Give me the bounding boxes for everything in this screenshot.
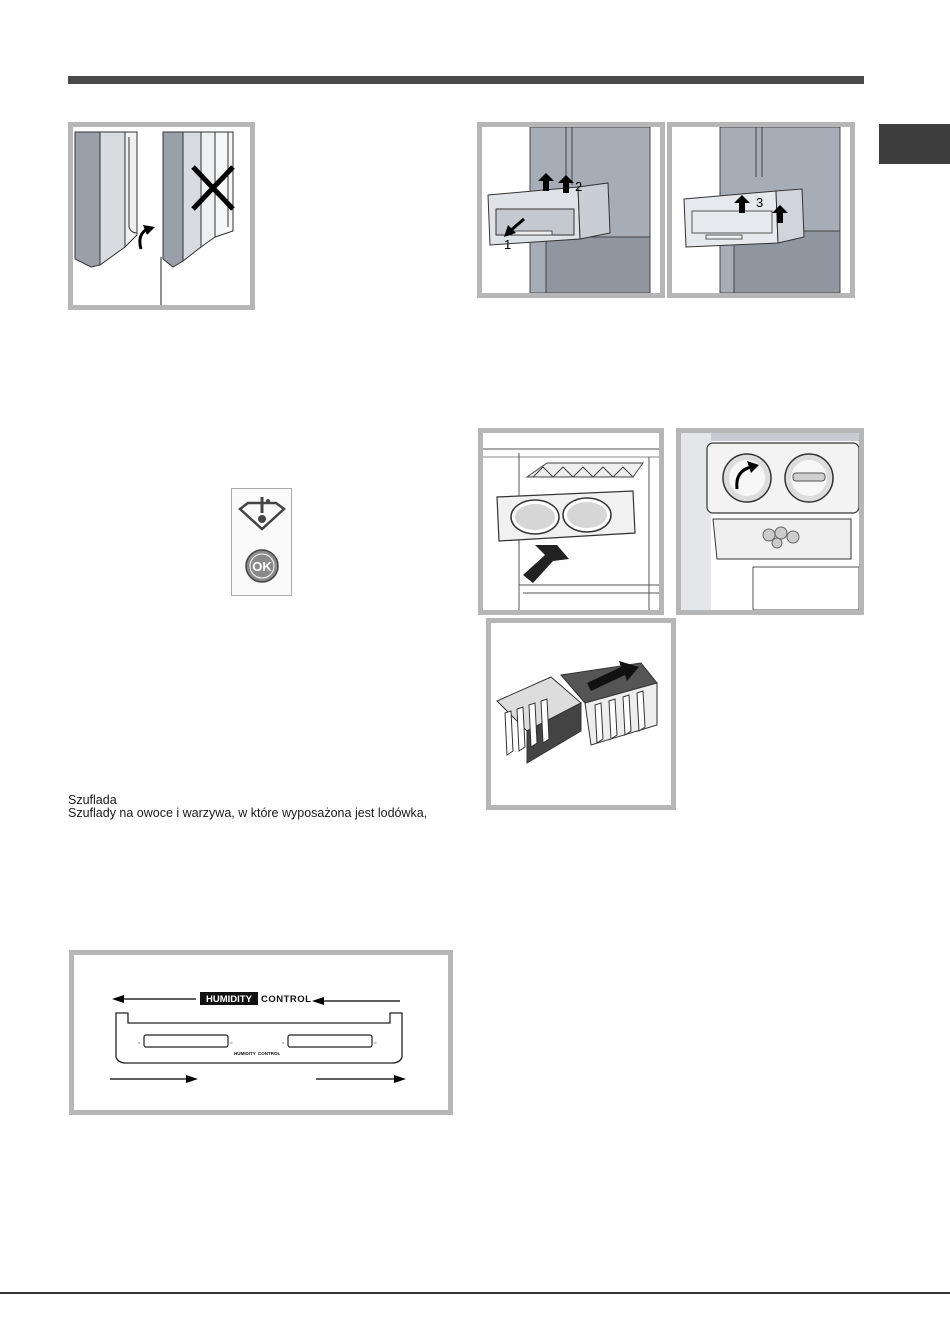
footer-rule	[0, 1292, 950, 1294]
humidity-control-figure: HUMIDITY CONTROL ◦ ◦ ◦ ◦ HUMIDITY CONTRO…	[69, 950, 453, 1115]
small-humidity-label-rest: CONTROL	[258, 1051, 280, 1056]
ice-maker-knob-illustration	[681, 433, 859, 610]
crisper-removal-figure-b: 3	[667, 122, 855, 298]
door-seal-illustration	[73, 127, 250, 305]
step-label-3: 3	[756, 195, 763, 210]
step-label-1: 1	[504, 237, 511, 252]
svg-text:◦: ◦	[138, 1040, 140, 1047]
step-label-2: 2	[575, 179, 582, 194]
header-rule	[68, 76, 864, 84]
ok-button-icon: OK	[246, 550, 278, 582]
control-panel-figure: OK	[231, 488, 292, 596]
ok-label: OK	[252, 559, 272, 574]
control-panel-illustration: OK	[232, 489, 291, 595]
svg-text:◦: ◦	[230, 1040, 232, 1047]
ice-tray-figure	[478, 428, 664, 615]
humidity-label-rest: CONTROL	[261, 994, 311, 1005]
ice-tray-illustration	[483, 433, 659, 610]
humidity-control-illustration: HUMIDITY CONTROL ◦ ◦ ◦ ◦ HUMIDITY CONTRO…	[74, 955, 448, 1110]
crisper-removal-figure: 2 1	[477, 122, 665, 298]
temperature-alarm-icon	[240, 497, 284, 529]
section-tab	[879, 124, 950, 164]
svg-text:◦: ◦	[374, 1040, 376, 1047]
door-seal-figure	[68, 122, 255, 310]
ice-tray-lift-figure	[486, 618, 676, 810]
crisper-removal-illustration: 2 1	[482, 127, 660, 293]
svg-text:◦: ◦	[282, 1040, 284, 1047]
humidity-label-highlight: HUMIDITY	[206, 994, 253, 1005]
ice-tray-lift-illustration	[491, 623, 671, 805]
drawer-section-body: Szuflady na owoce i warzywa, w które wyp…	[68, 805, 427, 822]
small-humidity-label-highlight: HUMIDITY	[234, 1051, 256, 1056]
crisper-removal-illustration-b: 3	[672, 127, 850, 293]
ice-maker-knob-figure	[676, 428, 864, 615]
